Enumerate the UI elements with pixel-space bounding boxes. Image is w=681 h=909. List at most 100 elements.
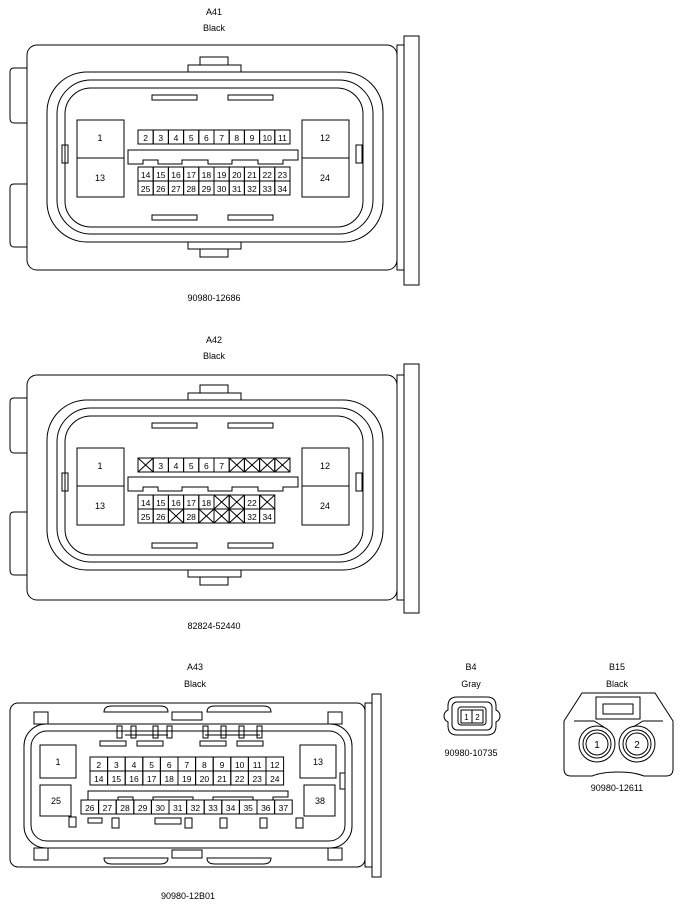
a43-pin-22: 22 [235, 774, 245, 784]
a43-pin-25: 25 [51, 796, 61, 806]
pin-cell [259, 508, 276, 524]
a42-pin-22: 22 [247, 498, 257, 508]
unused-pin-mark [168, 508, 184, 524]
connector-b15-part-number: 90980-12611 [591, 783, 643, 793]
a41-pin-16: 16 [171, 170, 181, 180]
unused-pin-mark [213, 508, 230, 524]
a43-pin-18: 18 [164, 774, 174, 784]
a41-pin-3: 3 [158, 133, 163, 143]
a43-pin-2: 2 [96, 760, 101, 770]
a42-pin-25: 25 [141, 512, 151, 522]
unused-pin-mark [137, 457, 154, 473]
unused-pin-mark [274, 457, 291, 473]
a42-pin-7: 7 [219, 461, 224, 471]
a42-pin-32: 32 [247, 512, 257, 522]
a42-pin-26: 26 [156, 512, 166, 522]
pin-cell [274, 457, 291, 473]
pin-cell [265, 770, 285, 786]
connector-a41-body [9, 35, 420, 286]
a43-pin-20: 20 [200, 774, 210, 784]
a41-pin-23: 23 [278, 170, 288, 180]
a43-pin-38: 38 [315, 796, 325, 806]
a42-pin-12: 12 [320, 461, 330, 471]
a43-pin-36: 36 [261, 803, 271, 813]
pin-cell [274, 129, 291, 145]
a41-pin-14: 14 [141, 170, 151, 180]
connector-a41-color: Black [203, 23, 226, 33]
connector-b15-body [563, 692, 674, 777]
unused-pin-mark [228, 457, 245, 473]
a41-pin-21: 21 [247, 170, 257, 180]
a42-pin-16: 16 [171, 498, 181, 508]
a43-pin-13: 13 [313, 757, 323, 767]
b15-pin-1: 1 [594, 740, 600, 751]
a42-pin-34: 34 [262, 512, 272, 522]
a43-pin-7: 7 [184, 760, 189, 770]
a41-pin-11: 11 [278, 133, 287, 143]
a43-pin-14: 14 [94, 774, 104, 784]
a41-pin-7: 7 [219, 133, 224, 143]
a41-pin-31: 31 [232, 184, 242, 194]
a41-pin-12: 12 [320, 133, 330, 143]
connector-a42-part-number: 82824-52440 [187, 621, 240, 631]
a41-pin-9: 9 [250, 133, 255, 143]
a43-pin-6: 6 [167, 760, 172, 770]
a41-pin-5: 5 [189, 133, 194, 143]
connector-b4-id: B4 [465, 662, 476, 672]
unused-pin-mark [228, 494, 245, 510]
a41-pin-18: 18 [202, 170, 212, 180]
a41-pin-6: 6 [204, 133, 209, 143]
a43-pin-32: 32 [191, 803, 201, 813]
a43-pin-24: 24 [270, 774, 280, 784]
a43-pin-37: 37 [279, 803, 289, 813]
a43-pin-33: 33 [208, 803, 218, 813]
pin-cell [274, 180, 291, 196]
b4-pin-1: 1 [464, 713, 469, 722]
connector-a42-color: Black [203, 351, 226, 361]
unused-pin-mark [228, 508, 245, 524]
a41-pin-33: 33 [262, 184, 272, 194]
unused-pin-mark [213, 494, 230, 510]
connector-a41-part-number: 90980-12686 [187, 293, 240, 303]
a42-pin-3: 3 [158, 461, 163, 471]
a41-pin-1: 1 [97, 133, 102, 143]
a41-pin-20: 20 [232, 170, 242, 180]
a41-pin-4: 4 [174, 133, 179, 143]
connector-a41-id: A41 [206, 7, 222, 17]
a41-pin-28: 28 [186, 184, 196, 194]
a43-pin-15: 15 [112, 774, 122, 784]
a43-pin-17: 17 [147, 774, 157, 784]
a43-pin-4: 4 [132, 760, 137, 770]
connector-a42-id: A42 [206, 335, 222, 345]
a42-pin-4: 4 [174, 461, 179, 471]
a41-pin-19: 19 [217, 170, 227, 180]
a43-pin-19: 19 [182, 774, 192, 784]
unused-pin-mark [259, 457, 276, 473]
a41-pin-17: 17 [186, 170, 196, 180]
a43-pin-35: 35 [243, 803, 253, 813]
a41-pin-8: 8 [234, 133, 239, 143]
a43-pin-30: 30 [155, 803, 165, 813]
connector-a43-id: A43 [187, 662, 203, 672]
a43-pin-34: 34 [226, 803, 236, 813]
a41-pin-13: 13 [95, 173, 105, 183]
a43-pin-29: 29 [138, 803, 148, 813]
a41-pin-29: 29 [202, 184, 212, 194]
a42-pin-17: 17 [186, 498, 196, 508]
a43-pin-9: 9 [220, 760, 225, 770]
a41-pin-27: 27 [171, 184, 181, 194]
a43-pin-27: 27 [103, 803, 113, 813]
a43-pin-28: 28 [120, 803, 130, 813]
connector-b15-id: B15 [609, 662, 625, 672]
a42-pin-14: 14 [141, 498, 151, 508]
a43-pin-26: 26 [85, 803, 95, 813]
a42-pin-28: 28 [186, 512, 196, 522]
a41-pin-2: 2 [143, 133, 148, 143]
connector-a42-body [9, 363, 420, 614]
a42-pin-13: 13 [95, 501, 105, 511]
a43-pin-3: 3 [114, 760, 119, 770]
connector-a43-color: Black [184, 679, 207, 689]
a43-pin-1: 1 [55, 757, 60, 767]
a42-pin-18: 18 [202, 498, 212, 508]
